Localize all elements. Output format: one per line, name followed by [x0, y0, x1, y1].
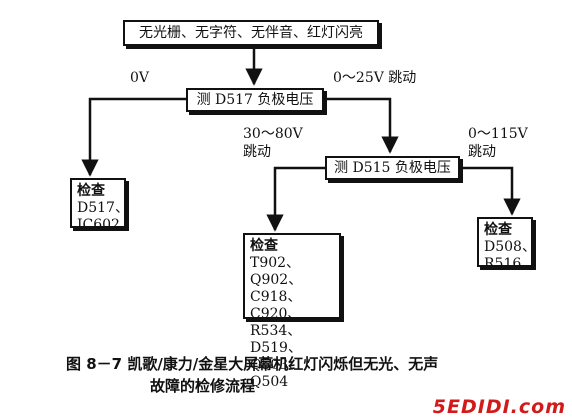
symptom-text: 无光栅、无字符、无伴音、红灯闪亮 — [139, 24, 363, 41]
check-right-line: D508、 — [484, 239, 536, 255]
check-left-title: 检查 — [77, 183, 105, 199]
check-center-line: R534、D519、 — [250, 323, 302, 356]
check-center-line: Q503、Q504 — [250, 357, 303, 390]
measure-d515-box: 测 D515 负极电压 — [325, 156, 460, 180]
arrow-d515-to-check-center — [266, 166, 326, 232]
check-center-line: C918、C920、 — [250, 289, 302, 322]
edge-label-0-25v: 0～25V 跳动 — [333, 70, 417, 86]
edge-label-0v: 0V — [130, 70, 150, 86]
check-center-line: T902、Q902、 — [250, 255, 303, 288]
edge-label-0-115v-jump: 跳动 — [468, 144, 496, 160]
measure-d517-box: 测 D517 负极电压 — [186, 88, 324, 112]
check-left-line: IC602 — [77, 217, 120, 233]
check-center-title: 检查 — [250, 238, 278, 254]
figure-caption-line1: 图 8－7 凯歌/康力/金星大屏幕机红灯闪烁但无光、无声 — [66, 355, 439, 373]
edge-label-0-115v: 0～115V — [468, 126, 528, 142]
check-center-box: 检查 T902、Q902、 C918、C920、 R534、D519、 Q503… — [243, 233, 341, 390]
arrow-d515-to-check-right — [458, 166, 521, 216]
check-right-box: 检查 D508、 R516 — [477, 217, 536, 272]
check-right-title: 检查 — [484, 222, 512, 238]
check-left-box: 检查 D517、 IC602 — [70, 178, 129, 233]
edge-label-30-80v-jump: 跳动 — [243, 144, 271, 160]
arrow-d517-to-check-left — [81, 97, 187, 177]
site-watermark: 5EDIDI.com — [432, 396, 566, 418]
measure-d515-text: 测 D515 负极电压 — [334, 159, 451, 176]
symptom-box: 无光栅、无字符、无伴音、红灯闪亮 — [123, 20, 379, 46]
edge-label-30-80v: 30～80V — [243, 126, 303, 142]
check-left-line: D517、 — [77, 200, 129, 216]
measure-d517-text: 测 D517 负极电压 — [196, 91, 314, 108]
check-right-line: R516 — [484, 256, 522, 272]
arrow-d517-to-d515 — [322, 97, 399, 154]
figure-caption-line2: 故障的检修流程 — [150, 377, 256, 395]
